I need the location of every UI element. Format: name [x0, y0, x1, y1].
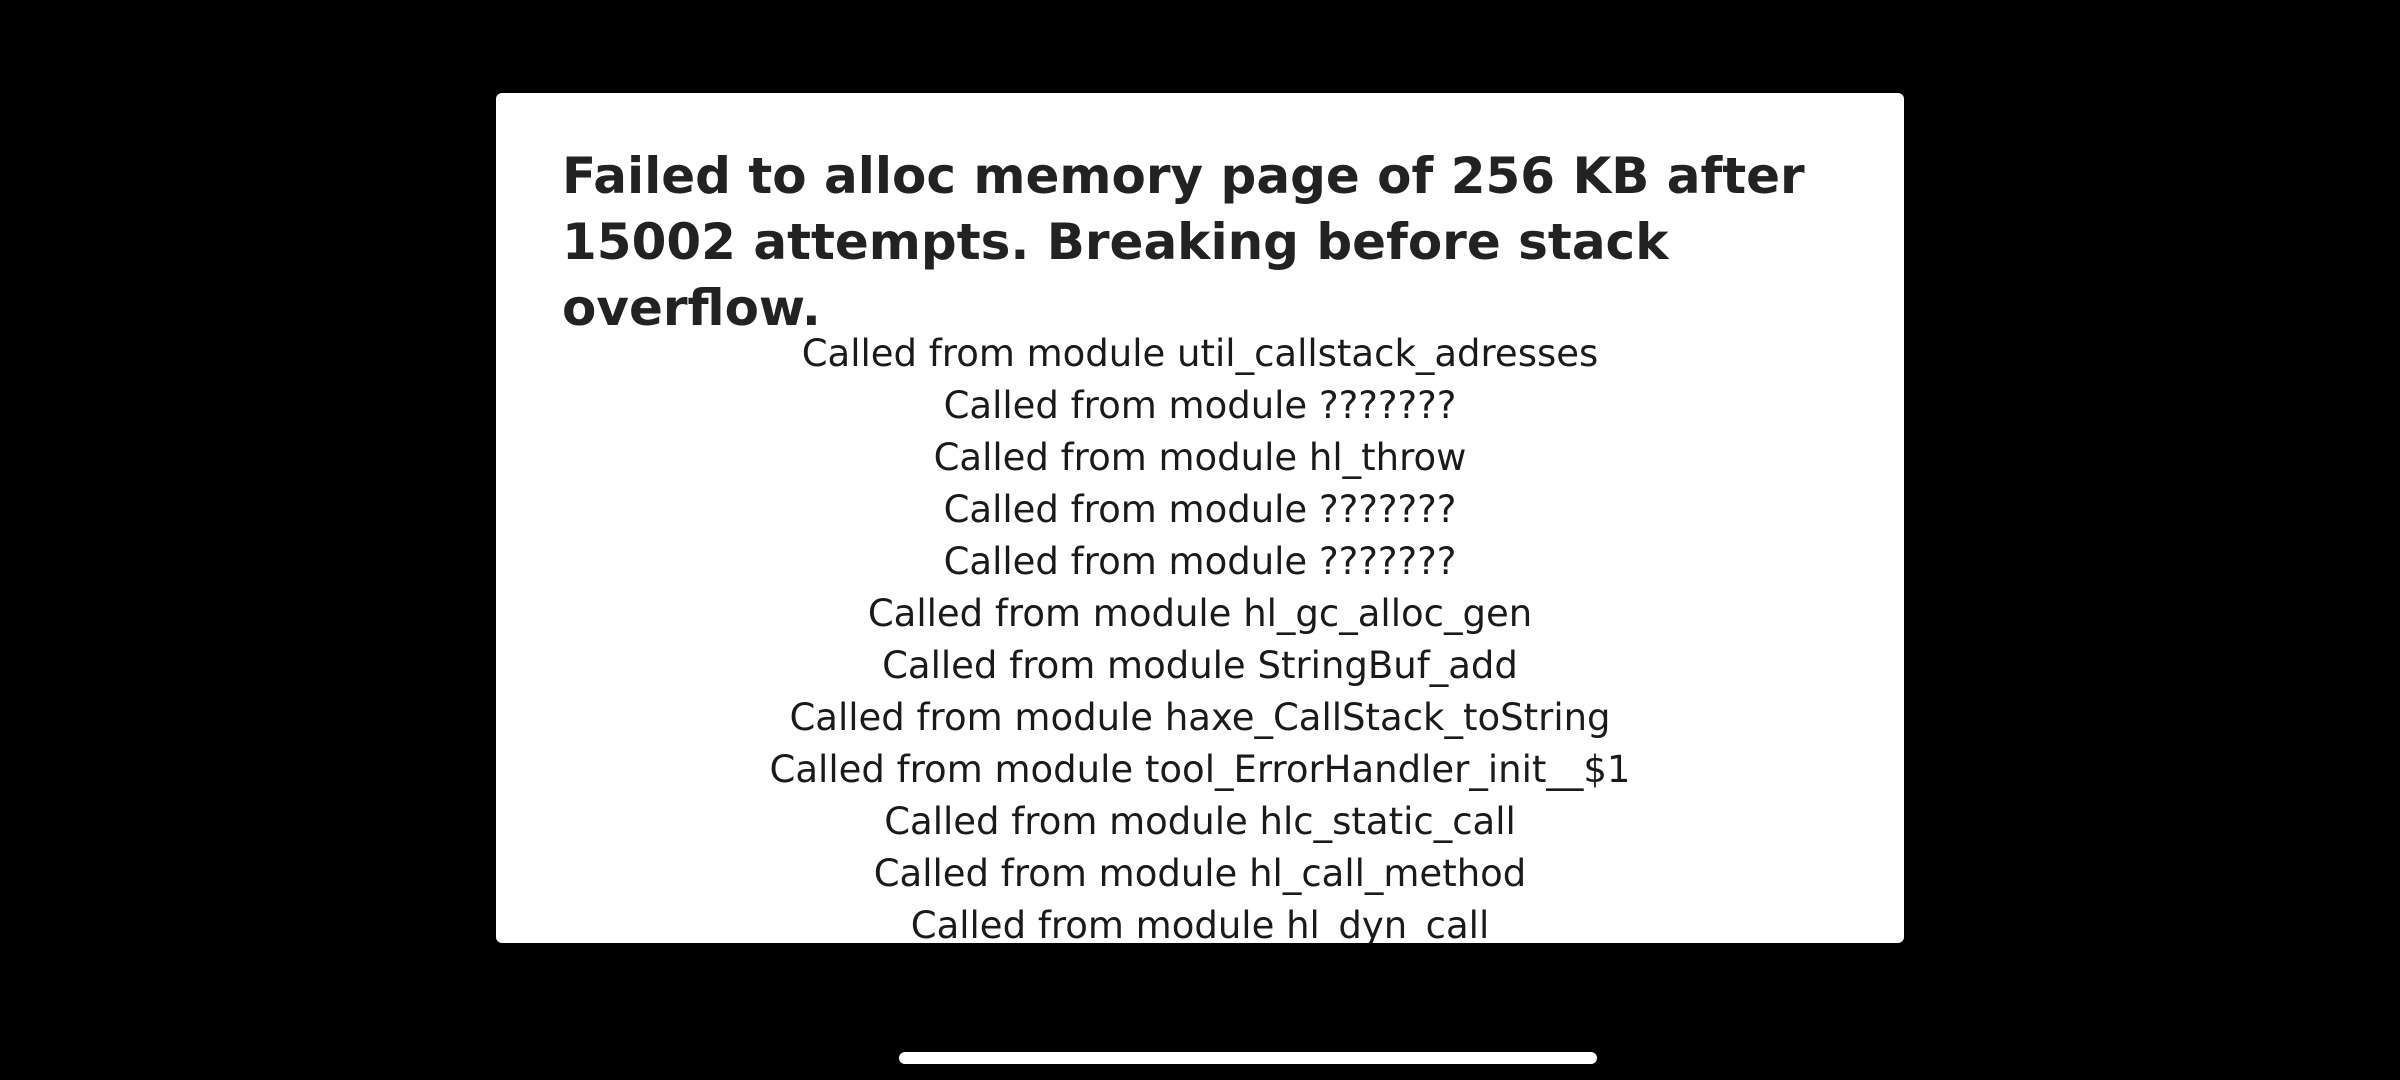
- call-stack-line: Called from module ???????: [943, 384, 1457, 427]
- call-stack-line: Called from module tool_ErrorHandler_ini…: [769, 748, 1631, 791]
- error-message-title: Failed to alloc memory page of 256 KB af…: [562, 147, 1805, 337]
- call-stack-line: Called from module hlc_static_call: [884, 800, 1516, 843]
- call-stack-line: Called from module hl_throw: [933, 436, 1467, 479]
- call-stack-line: Called from module hl_call_method: [873, 852, 1527, 895]
- call-stack-line: Called from module ???????: [943, 488, 1457, 531]
- call-stack-line: Called from module ???????: [943, 540, 1457, 583]
- home-indicator-bar[interactable]: [899, 1052, 1597, 1064]
- call-stack-list[interactable]: Called from module util_callstack_adress…: [496, 328, 1904, 943]
- call-stack-line: Called from module haxe_CallStack_toStri…: [789, 696, 1611, 739]
- error-dialog: Failed to alloc memory page of 256 KB af…: [496, 93, 1904, 943]
- call-stack-line: Called from module hl_gc_alloc_gen: [867, 592, 1533, 635]
- call-stack-line: Called from module util_callstack_adress…: [801, 332, 1599, 375]
- call-stack-line: Called from module hl_dyn_call: [910, 904, 1490, 943]
- call-stack-line: Called from module StringBuf_add: [882, 644, 1518, 687]
